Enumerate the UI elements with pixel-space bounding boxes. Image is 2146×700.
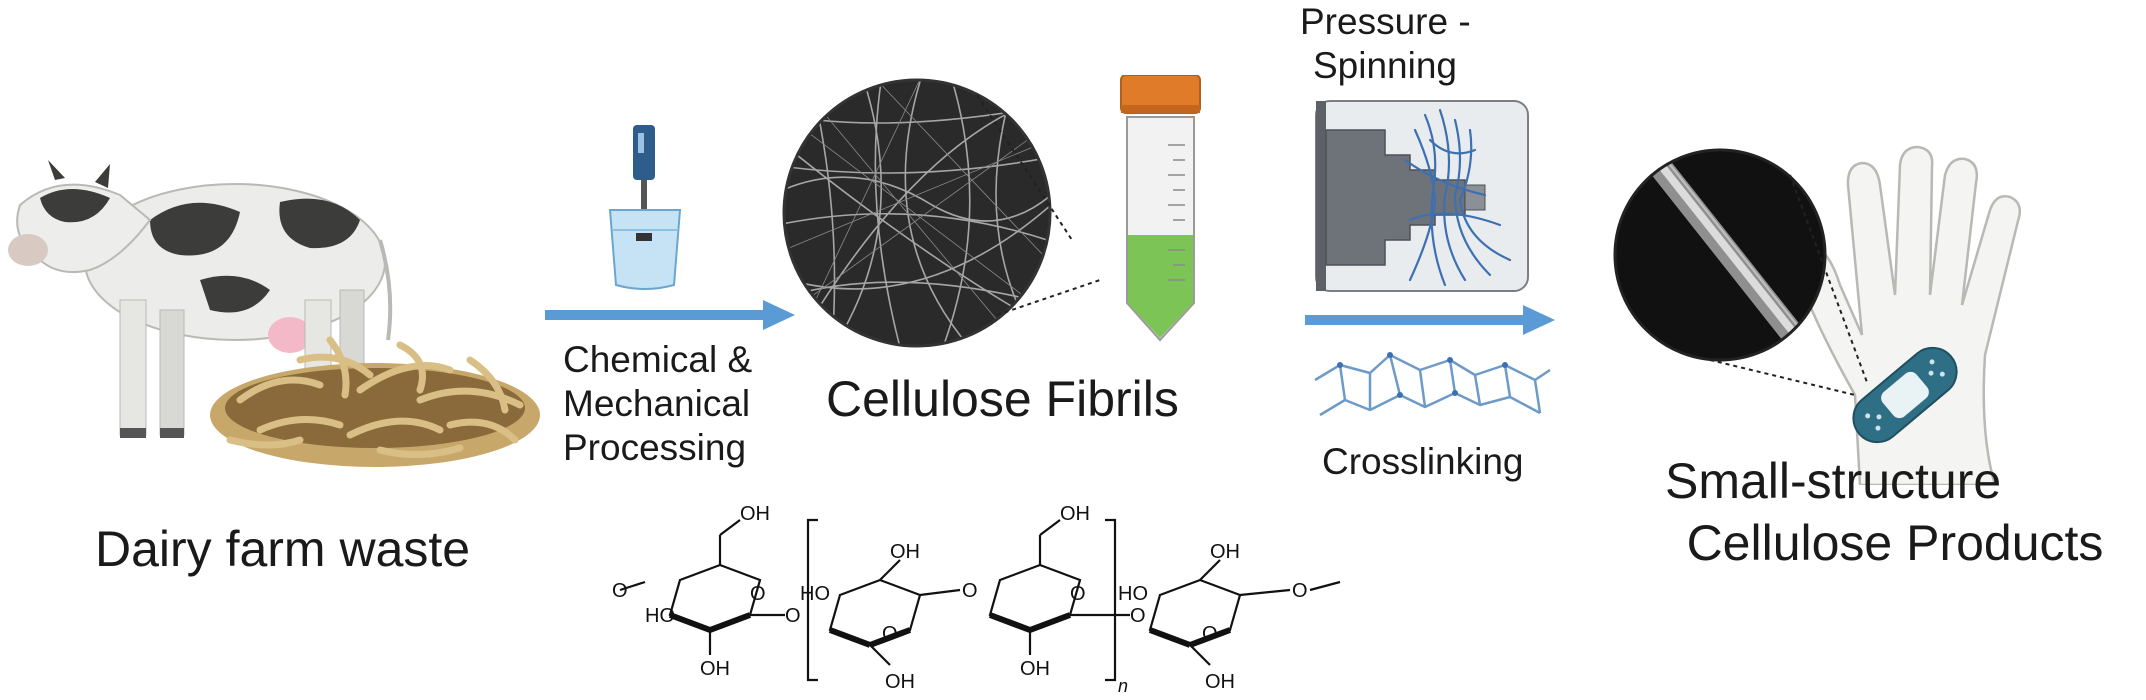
ring-oxygen: O xyxy=(1070,583,1086,605)
oh-label: OH xyxy=(740,503,770,525)
source-label: Dairy farm waste xyxy=(95,521,471,577)
oh-label: OH xyxy=(700,658,730,680)
cow-illustration xyxy=(8,160,540,467)
oh-label: OH xyxy=(885,671,915,693)
processing-line-2: Mechanical xyxy=(563,383,751,424)
oh-label: OH xyxy=(890,541,920,563)
oh-label: OH xyxy=(1020,658,1050,680)
oh-label: OH xyxy=(1060,503,1090,525)
terminal-oxygen: O xyxy=(612,580,628,602)
oh-label: OH xyxy=(1205,671,1235,693)
process-arrow-2 xyxy=(1305,305,1555,335)
glycosidic-oxygen: O xyxy=(962,580,978,602)
crosslink-network-icon xyxy=(1314,352,1551,417)
spinning-line-2: Spinning xyxy=(1312,45,1457,86)
fibril-micrograph xyxy=(782,78,1101,348)
spinning-nozzle-illustration xyxy=(1315,100,1529,292)
blender-icon xyxy=(608,125,682,290)
crosslinking-label: Crosslinking xyxy=(1322,441,1524,482)
ring-oxygen: O xyxy=(750,583,766,605)
ho-label: HO xyxy=(800,583,830,605)
products-label: Small-structure Cellulose Products xyxy=(1645,450,2145,574)
spinning-line-1: Pressure - xyxy=(1300,1,1471,42)
oh-label: OH xyxy=(1210,541,1240,563)
ring-oxygen: O xyxy=(882,623,898,645)
products-line-2: Cellulose Products xyxy=(1686,515,2104,571)
processing-label: Chemical & Mechanical Processing xyxy=(563,338,752,470)
centrifuge-tube-icon xyxy=(1120,75,1201,342)
processing-line-3: Processing xyxy=(563,427,747,468)
glycosidic-oxygen: O xyxy=(1130,605,1146,627)
processing-line-1: Chemical & xyxy=(563,339,753,380)
ring-oxygen: O xyxy=(1202,623,1218,645)
process-arrow-1 xyxy=(545,300,795,330)
cellulose-structure: OH HO OH O O OH HO O OH O OH O OH n O OH… xyxy=(612,503,1341,696)
spinning-label: Pressure - Spinning xyxy=(1300,0,1471,88)
terminal-oxygen: O xyxy=(1292,580,1308,602)
ho-label: HO xyxy=(1118,583,1148,605)
fibrils-label: Cellulose Fibrils xyxy=(826,371,1179,427)
hand-with-bandage-illustration xyxy=(1613,145,2021,485)
glycosidic-oxygen: O xyxy=(785,605,801,627)
repeat-unit-n: n xyxy=(1118,676,1128,696)
products-line-1: Small-structure xyxy=(1665,453,2002,509)
ho-label: HO xyxy=(645,605,675,627)
